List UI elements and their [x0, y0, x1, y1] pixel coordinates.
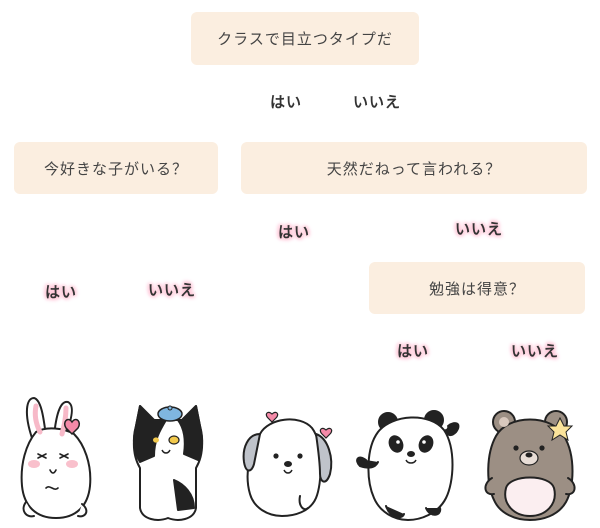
answer-q4-no: いいえ — [511, 342, 560, 360]
answer-q2-yes: はい — [45, 283, 78, 301]
dog-icon — [242, 411, 333, 517]
answer-q2-no: いいえ — [148, 281, 197, 299]
bear-icon — [484, 410, 576, 521]
question-box-2: 今好きな子がいる？ — [14, 142, 218, 194]
question-text-4: 勉強は得意？ — [428, 279, 525, 298]
answer-q3-no: いいえ — [455, 220, 504, 238]
question-box-3: 天然だねって言われる？ — [241, 142, 587, 194]
rabbit-icon — [20, 397, 92, 519]
question-text-2: 今好きな子がいる？ — [43, 159, 188, 178]
cat-icon — [132, 405, 204, 521]
answer-q1-yes: はい — [270, 93, 303, 111]
question-box-4: 勉強は得意？ — [369, 262, 585, 314]
answer-q1-no: いいえ — [353, 93, 402, 111]
answer-q3-yes: はい — [278, 223, 311, 241]
panda-icon — [356, 410, 460, 521]
question-box-1: クラスで目立つタイプだ — [191, 12, 419, 65]
question-text-3: 天然だねって言われる？ — [326, 159, 502, 178]
answer-q4-yes: はい — [397, 342, 430, 360]
question-text-1: クラスで目立つタイプだ — [217, 30, 393, 48]
